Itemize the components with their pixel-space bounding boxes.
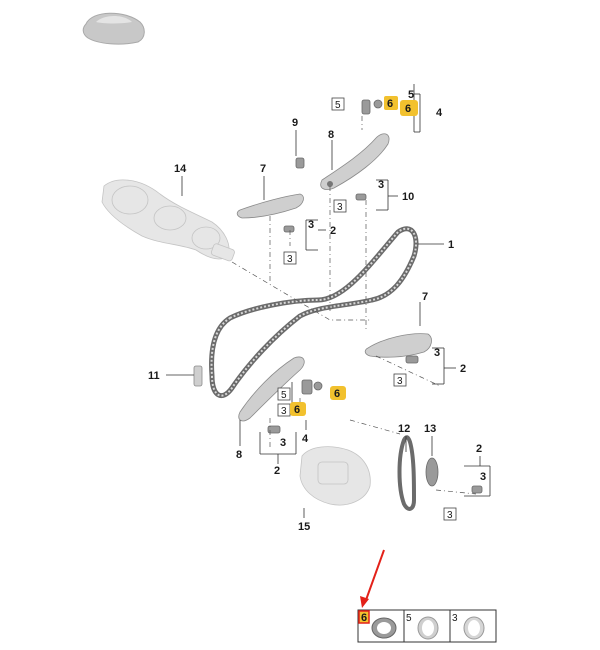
callout-13: 13	[424, 423, 436, 435]
boxed-label-3-sprocket: 3	[443, 507, 457, 521]
crankshaft-part	[101, 179, 235, 262]
callout-14: 14	[174, 163, 187, 175]
assembly-lines	[231, 116, 477, 495]
callout-7-right: 7	[422, 291, 428, 303]
boxed-label-5-lower: 5	[277, 387, 291, 401]
right-guide-rail-part	[364, 333, 432, 358]
upper-tensioner-rail-part	[320, 133, 390, 190]
oil-pump-chain-part	[397, 435, 416, 511]
upper-guide-rail-part	[236, 193, 304, 219]
boxed-label-3-upper-guide: 3	[283, 251, 297, 265]
callout-15: 15	[298, 521, 310, 533]
callout-1: 1	[448, 239, 454, 251]
callout-7-upper: 7	[260, 163, 266, 175]
callout-3-tensioner: 3	[378, 179, 384, 191]
svg-text:3: 3	[397, 376, 403, 387]
lower-tensioner-rail-part	[238, 356, 305, 422]
callout-2-upper-guide: 2	[330, 225, 336, 237]
svg-text:6: 6	[294, 404, 300, 416]
svg-text:6: 6	[361, 612, 367, 624]
callout-8-upper: 8	[328, 129, 334, 141]
callout-3-sprocket: 3	[480, 471, 486, 483]
red-arrow-icon	[360, 549, 385, 608]
legend-cell-3: 3	[452, 613, 485, 640]
yellow-badge-6-lower-right: 6	[330, 386, 346, 400]
callout-10: 10	[402, 191, 414, 203]
callout-2-sprocket: 2	[476, 443, 482, 455]
svg-text:3: 3	[287, 254, 293, 265]
boxed-label-5-upper: 5	[331, 97, 345, 111]
callout-11: 11	[148, 370, 160, 382]
callout-4-upper: 4	[436, 107, 443, 119]
callout-9: 9	[292, 117, 298, 129]
callout-4-lower: 4	[302, 433, 309, 445]
boxed-label-3-right-guide: 3	[393, 373, 407, 387]
svg-text:6: 6	[405, 103, 411, 115]
callout-12: 12	[398, 423, 410, 435]
yellow-badge-6-upper-large: 6	[400, 100, 418, 116]
bolt-parts	[267, 99, 483, 494]
callout-5-upper: 5	[408, 89, 414, 101]
boxed-label-3-lower-rail: 3	[277, 403, 291, 417]
oil-pump-part	[299, 446, 371, 506]
sprocket-part	[425, 457, 439, 487]
callout-3-right-guide: 3	[434, 347, 440, 359]
svg-text:6: 6	[334, 388, 340, 400]
legend-cell-5: 5	[406, 613, 439, 640]
boxed-label-3-tensioner: 3	[333, 199, 347, 213]
car-thumbnail-icon	[82, 12, 145, 45]
seal-ring-legend: 6 5 3	[357, 609, 497, 643]
chain-guide-clip-part	[193, 365, 203, 387]
yellow-badge-6-upper-small: 6	[384, 96, 398, 110]
svg-text:5: 5	[406, 613, 412, 624]
svg-text:3: 3	[452, 613, 458, 624]
callout-8-lower: 8	[236, 449, 242, 461]
callout-2-lower-rail: 2	[274, 465, 280, 477]
callout-3-upper-guide: 3	[308, 219, 314, 231]
svg-text:3: 3	[447, 510, 453, 521]
callout-3-lower-rail: 3	[280, 437, 286, 449]
yellow-badge-6-lower-left: 6	[290, 402, 306, 416]
svg-text:3: 3	[337, 202, 343, 213]
svg-text:6: 6	[387, 98, 393, 110]
svg-text:5: 5	[335, 100, 341, 111]
svg-text:5: 5	[281, 390, 287, 401]
legend-cell-6: 6	[358, 610, 397, 639]
svg-text:3: 3	[281, 406, 287, 417]
callout-2-right-guide: 2	[460, 363, 466, 375]
timing-chain-part	[209, 226, 419, 399]
